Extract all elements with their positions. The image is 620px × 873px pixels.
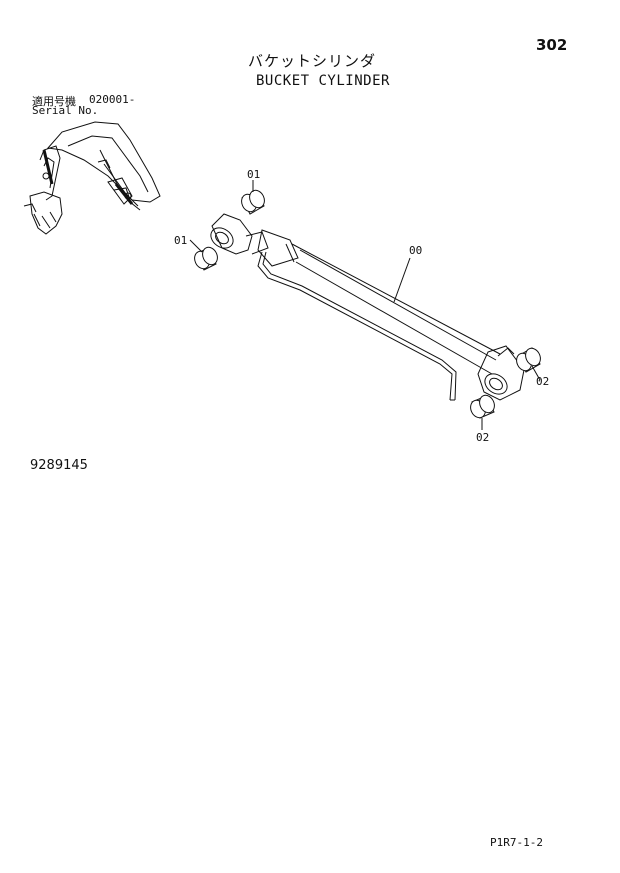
thumbnail-cylinder-highlight <box>42 149 134 205</box>
serial-label-japanese: 適用号機 <box>32 95 76 108</box>
callout-part-00: 00 <box>409 244 422 257</box>
callout-part-01-top: 01 <box>247 168 260 181</box>
page-code: P1R7-1-2 <box>490 836 543 849</box>
bushing-01-top <box>241 189 265 215</box>
title-japanese: バケットシリンダ <box>248 52 377 70</box>
bushing-02-right <box>516 347 541 373</box>
page-number: 302 <box>536 36 568 54</box>
callout-part-02-bottom: 02 <box>476 431 489 444</box>
serial-range: 020001- <box>89 93 136 106</box>
serial-label-english: Serial No. <box>32 104 99 117</box>
bushing-02-bottom <box>470 394 495 419</box>
drawing-number: 9289145 <box>30 458 88 473</box>
bushing-01-left <box>194 246 218 271</box>
callout-part-01-left: 01 <box>174 234 187 247</box>
title-english: BUCKET CYLINDER <box>256 73 390 89</box>
excavator-arm-thumbnail <box>23 121 161 235</box>
bucket-cylinder <box>210 213 525 401</box>
callout-leaders <box>189 180 541 430</box>
callout-part-02-right: 02 <box>536 375 549 388</box>
